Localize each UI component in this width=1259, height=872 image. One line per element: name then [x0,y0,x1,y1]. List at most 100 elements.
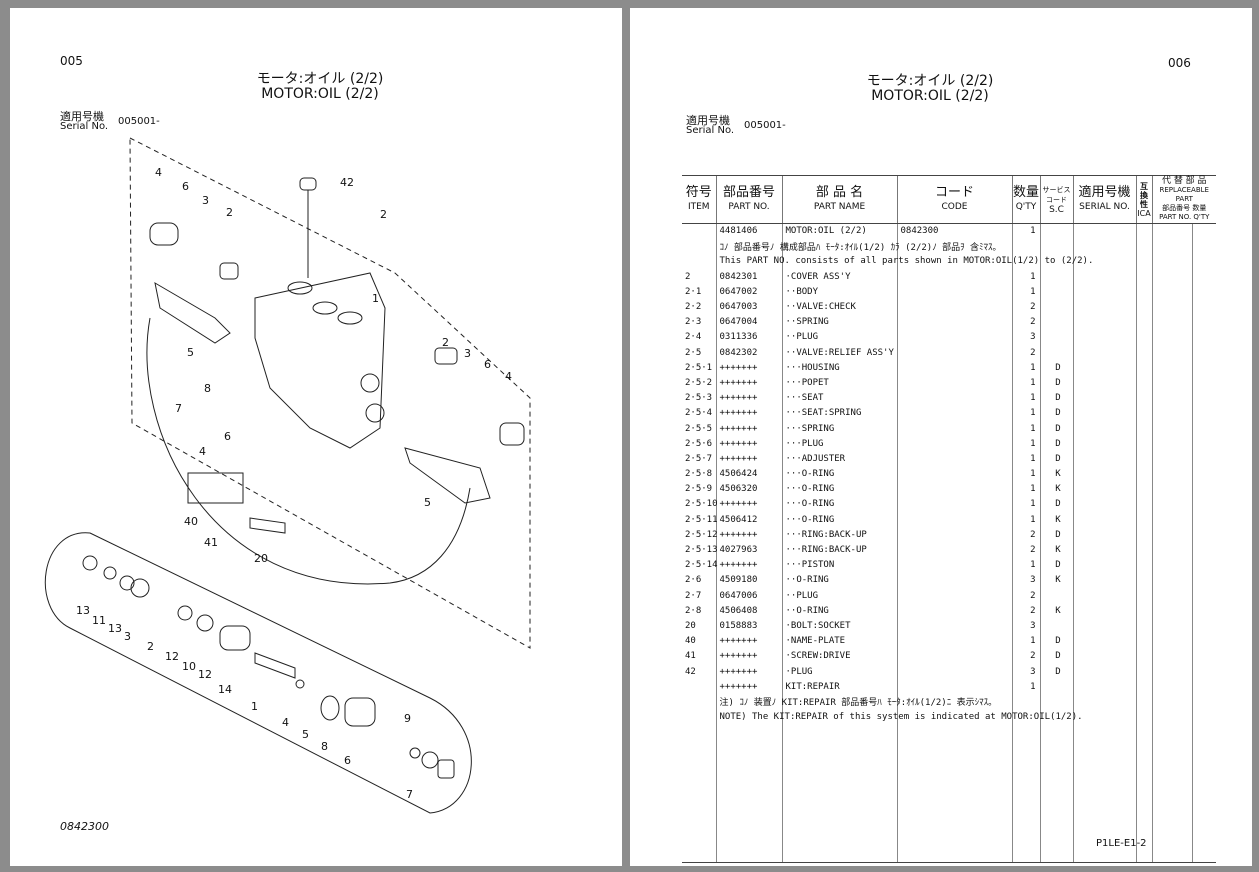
empty-cell [1191,663,1217,680]
item-cell: 2·5·7 [685,453,713,464]
empty-cell [1191,375,1217,391]
empty-cell [1135,709,1152,725]
empty-cell [1151,527,1192,543]
empty-cell [1039,694,1073,710]
empty-cell [1135,420,1152,437]
qty-cell: 1 [1011,284,1040,300]
empty-cell [1072,360,1136,376]
empty-cell [896,694,1012,710]
empty-cell [1191,512,1217,528]
empty-cell [1191,269,1217,285]
item-cell: 40 [685,636,696,647]
service-code-cell: D [1039,436,1073,452]
empty-cell [1072,405,1136,421]
qty-cell: 1 [1011,375,1040,391]
empty-cell [1151,603,1192,619]
empty-cell [1135,466,1152,482]
code-cell [896,496,1012,513]
empty-cell [1072,496,1136,513]
part-no-cell: +++++++ [715,679,782,695]
empty-cell [1151,345,1192,361]
empty-cell [1072,436,1136,452]
item-cell [682,254,716,269]
empty-cell [1191,466,1217,482]
part-name-cell: ··VALVE:CHECK [781,299,897,315]
empty-cell [1191,238,1217,254]
qty-cell: 1 [1011,512,1040,528]
qty-cell: 2 [1011,527,1040,543]
table-filler [682,724,1217,864]
empty-cell [1072,329,1136,345]
service-code-cell [1039,588,1073,604]
empty-cell [1151,269,1192,285]
empty-cell [1011,694,1040,710]
service-code-cell: D [1039,375,1073,391]
serial-value: 005001- [744,120,786,131]
empty-cell [1191,588,1217,604]
empty-cell [1151,481,1192,497]
empty-cell [1135,542,1152,558]
empty-cell [1135,527,1152,543]
service-code-cell: D [1039,633,1073,649]
empty-cell [1135,269,1152,285]
code-cell [896,405,1012,421]
service-code-cell: D [1039,451,1073,467]
empty-cell [1151,436,1192,452]
empty-cell [781,709,897,725]
part-no-cell: 0311336 [715,329,782,345]
part-name-cell: ·PLUG [781,663,897,680]
item-cell: 2 [685,271,691,282]
empty-cell [1135,223,1152,239]
part-name-cell: ··O-RING [781,572,897,588]
code-cell [896,451,1012,467]
empty-cell [1135,663,1152,680]
callout-label: 5 [187,346,194,359]
item-cell: 41 [685,651,696,662]
part-no-cell: 4509180 [715,572,782,588]
empty-cell [1072,663,1136,680]
empty-cell [1135,436,1152,452]
empty-cell [1135,633,1152,649]
code-cell [896,390,1012,406]
qty-cell: 1 [1011,466,1040,482]
empty-cell [781,724,897,864]
code-cell [896,633,1012,649]
item-cell: 2·5·1 [685,362,713,373]
callout-label: 12 [165,650,179,663]
empty-cell [1011,238,1040,254]
qty-cell: 3 [1011,618,1040,634]
callout-label: 12 [198,668,212,681]
callout-label: 7 [406,788,413,801]
callout-label: 10 [182,660,196,673]
empty-cell [1151,663,1192,680]
service-code-cell: K [1039,466,1073,482]
callout-label: 11 [92,614,106,627]
part-no-cell: +++++++ [715,360,782,376]
empty-cell [1135,253,1152,270]
item-cell: 2·5·5 [685,423,713,434]
callout-label: 4 [505,370,512,383]
empty-cell [1151,466,1192,482]
empty-cell [1191,694,1217,710]
qty-cell: 2 [1011,345,1040,361]
item-cell [682,224,716,239]
empty-cell [1072,299,1136,315]
item-cell [682,239,716,254]
callout-label: 2 [147,640,154,653]
service-code-cell: D [1039,420,1073,437]
service-code-cell: K [1039,572,1073,588]
serial-label-jp: 適用号機 [60,110,104,123]
title-jp: モータ:オイル (2/2) [256,71,384,87]
callout-label: 4 [199,445,206,458]
